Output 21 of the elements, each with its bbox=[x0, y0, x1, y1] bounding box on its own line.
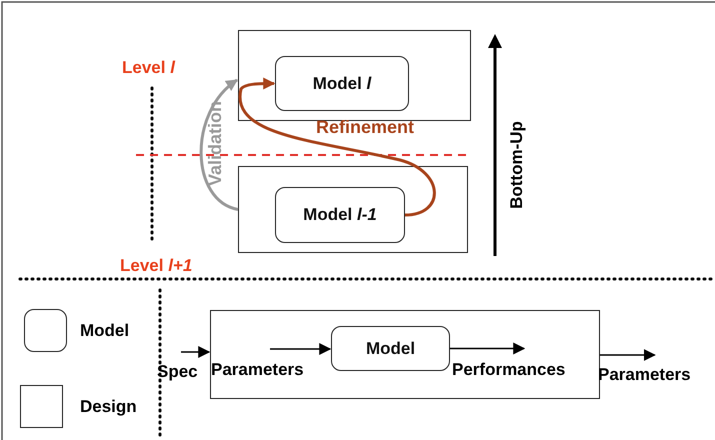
edge-label: Refinement bbox=[316, 116, 414, 138]
model-box: Model bbox=[331, 326, 450, 371]
arrow bbox=[181, 346, 210, 358]
arrow bbox=[600, 349, 656, 361]
design-box bbox=[210, 310, 600, 399]
legend-label: Design bbox=[80, 397, 137, 417]
node-label: Parameters bbox=[211, 349, 329, 380]
arrow bbox=[450, 342, 526, 354]
model-box: Model l bbox=[275, 56, 409, 111]
level-label: Level l bbox=[122, 58, 175, 78]
level-label: Level l+1 bbox=[120, 256, 192, 276]
design-box bbox=[238, 30, 471, 121]
direction-label: Bottom-Up bbox=[507, 121, 527, 209]
design-box bbox=[238, 166, 468, 253]
arrow bbox=[270, 343, 332, 355]
arrow bbox=[238, 78, 436, 216]
edge-label: Validation bbox=[206, 100, 226, 186]
arrow bbox=[200, 78, 238, 211]
node-label: Spec bbox=[157, 352, 205, 382]
legend-label: Model bbox=[80, 321, 130, 341]
model-box: Model l-1 bbox=[275, 187, 405, 243]
